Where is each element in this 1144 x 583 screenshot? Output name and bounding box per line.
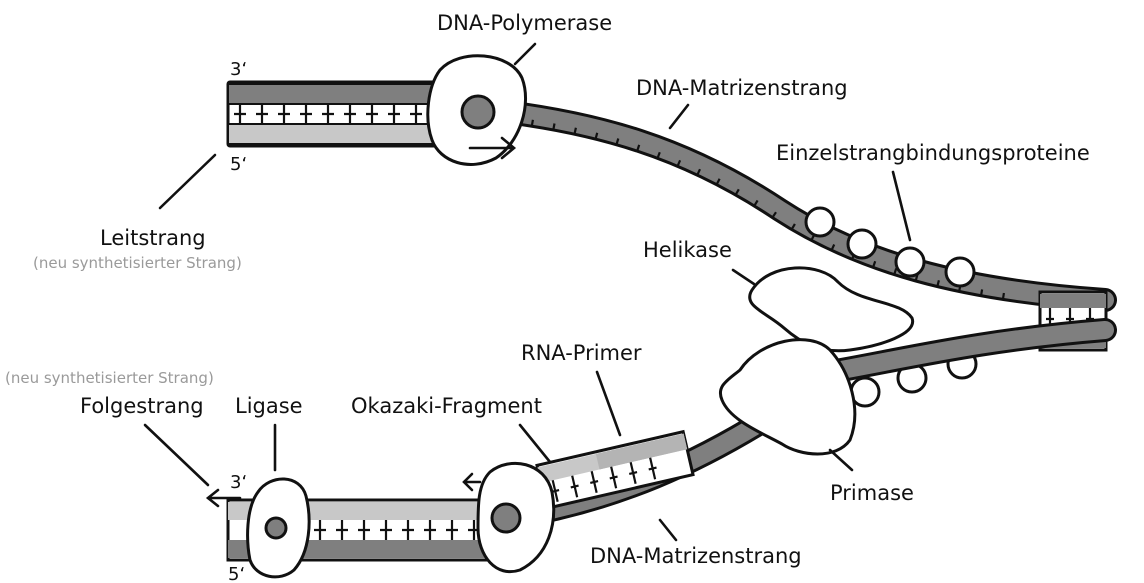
label-end-3-top: 3‘ — [230, 59, 247, 80]
label-leading-strand-note: (neu synthetisierter Strang) — [33, 254, 242, 272]
label-end-5-bottom: 5‘ — [228, 564, 245, 583]
leading-strand-duplex — [228, 82, 443, 146]
label-leading-strand: Leitstrang — [100, 226, 206, 250]
label-end-3-bottom: 3‘ — [230, 472, 247, 493]
label-ssb-proteins: Einzelstrangbindungsproteine — [776, 141, 1090, 165]
ligase — [248, 479, 310, 577]
label-okazaki-fragment: Okazaki-Fragment — [351, 394, 542, 418]
dna-polymerase-top — [428, 56, 526, 165]
label-lagging-strand: Folgestrang — [80, 394, 204, 418]
label-helicase: Helikase — [643, 238, 732, 262]
label-rna-primer: RNA-Primer — [521, 341, 642, 365]
label-matrix-strand-bottom: DNA-Matrizenstrang — [590, 544, 802, 568]
label-matrix-strand-top: DNA-Matrizenstrang — [636, 76, 848, 100]
label-ligase: Ligase — [235, 394, 303, 418]
label-end-5-top: 5‘ — [230, 154, 247, 175]
label-dna-polymerase: DNA-Polymerase — [437, 11, 612, 35]
label-lagging-strand-note: (neu synthetisierter Strang) — [5, 369, 214, 387]
helicase — [750, 268, 913, 351]
label-primase: Primase — [830, 481, 914, 505]
